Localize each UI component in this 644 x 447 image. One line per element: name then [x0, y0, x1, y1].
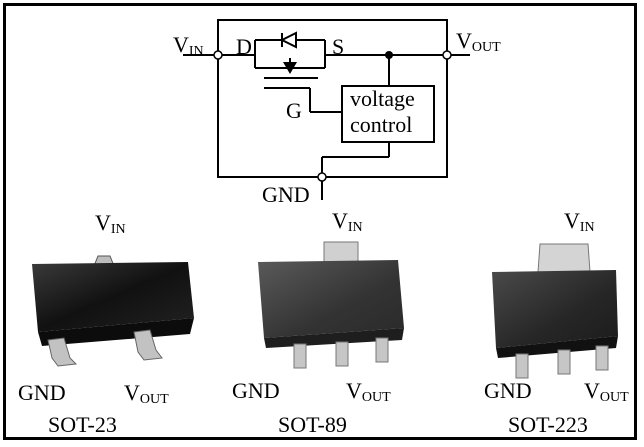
sot223-vin-label: VIN — [564, 208, 595, 235]
schem-vout-label: VOUT — [456, 28, 501, 55]
junction-dot — [385, 51, 393, 59]
sot23-gnd-label: GND — [18, 380, 66, 405]
gate-label: G — [286, 98, 302, 123]
source-label: S — [332, 34, 345, 59]
schem-vin-label: VIN — [173, 32, 204, 59]
sot89-name: SOT-89 — [278, 412, 347, 437]
gnd-terminal — [317, 172, 327, 182]
diagram-frame — [3, 3, 637, 440]
sot23-vin-label: VIN — [95, 210, 126, 237]
control-label-line1: voltage — [350, 86, 415, 111]
sot223-vout-label: VOUT — [584, 378, 629, 405]
sot89-vout-label: VOUT — [346, 378, 391, 405]
sot23-package-image — [32, 255, 194, 367]
vout-terminal — [442, 50, 452, 60]
schem-gnd-label: GND — [262, 182, 310, 207]
sot89-gnd-label: GND — [232, 378, 280, 403]
regulator-enclosure — [217, 19, 448, 178]
sot89-package-image — [258, 241, 404, 369]
vin-terminal — [213, 50, 223, 60]
drain-label: D — [236, 34, 252, 59]
sot223-gnd-label: GND — [484, 378, 532, 403]
control-label-line2: control — [350, 112, 413, 137]
sot23-vout-label: VOUT — [124, 380, 169, 407]
sot223-name: SOT-223 — [508, 412, 588, 437]
sot223-package-image — [492, 243, 618, 379]
sot23-name: SOT-23 — [48, 412, 117, 437]
sot89-vin-label: VIN — [332, 208, 363, 235]
